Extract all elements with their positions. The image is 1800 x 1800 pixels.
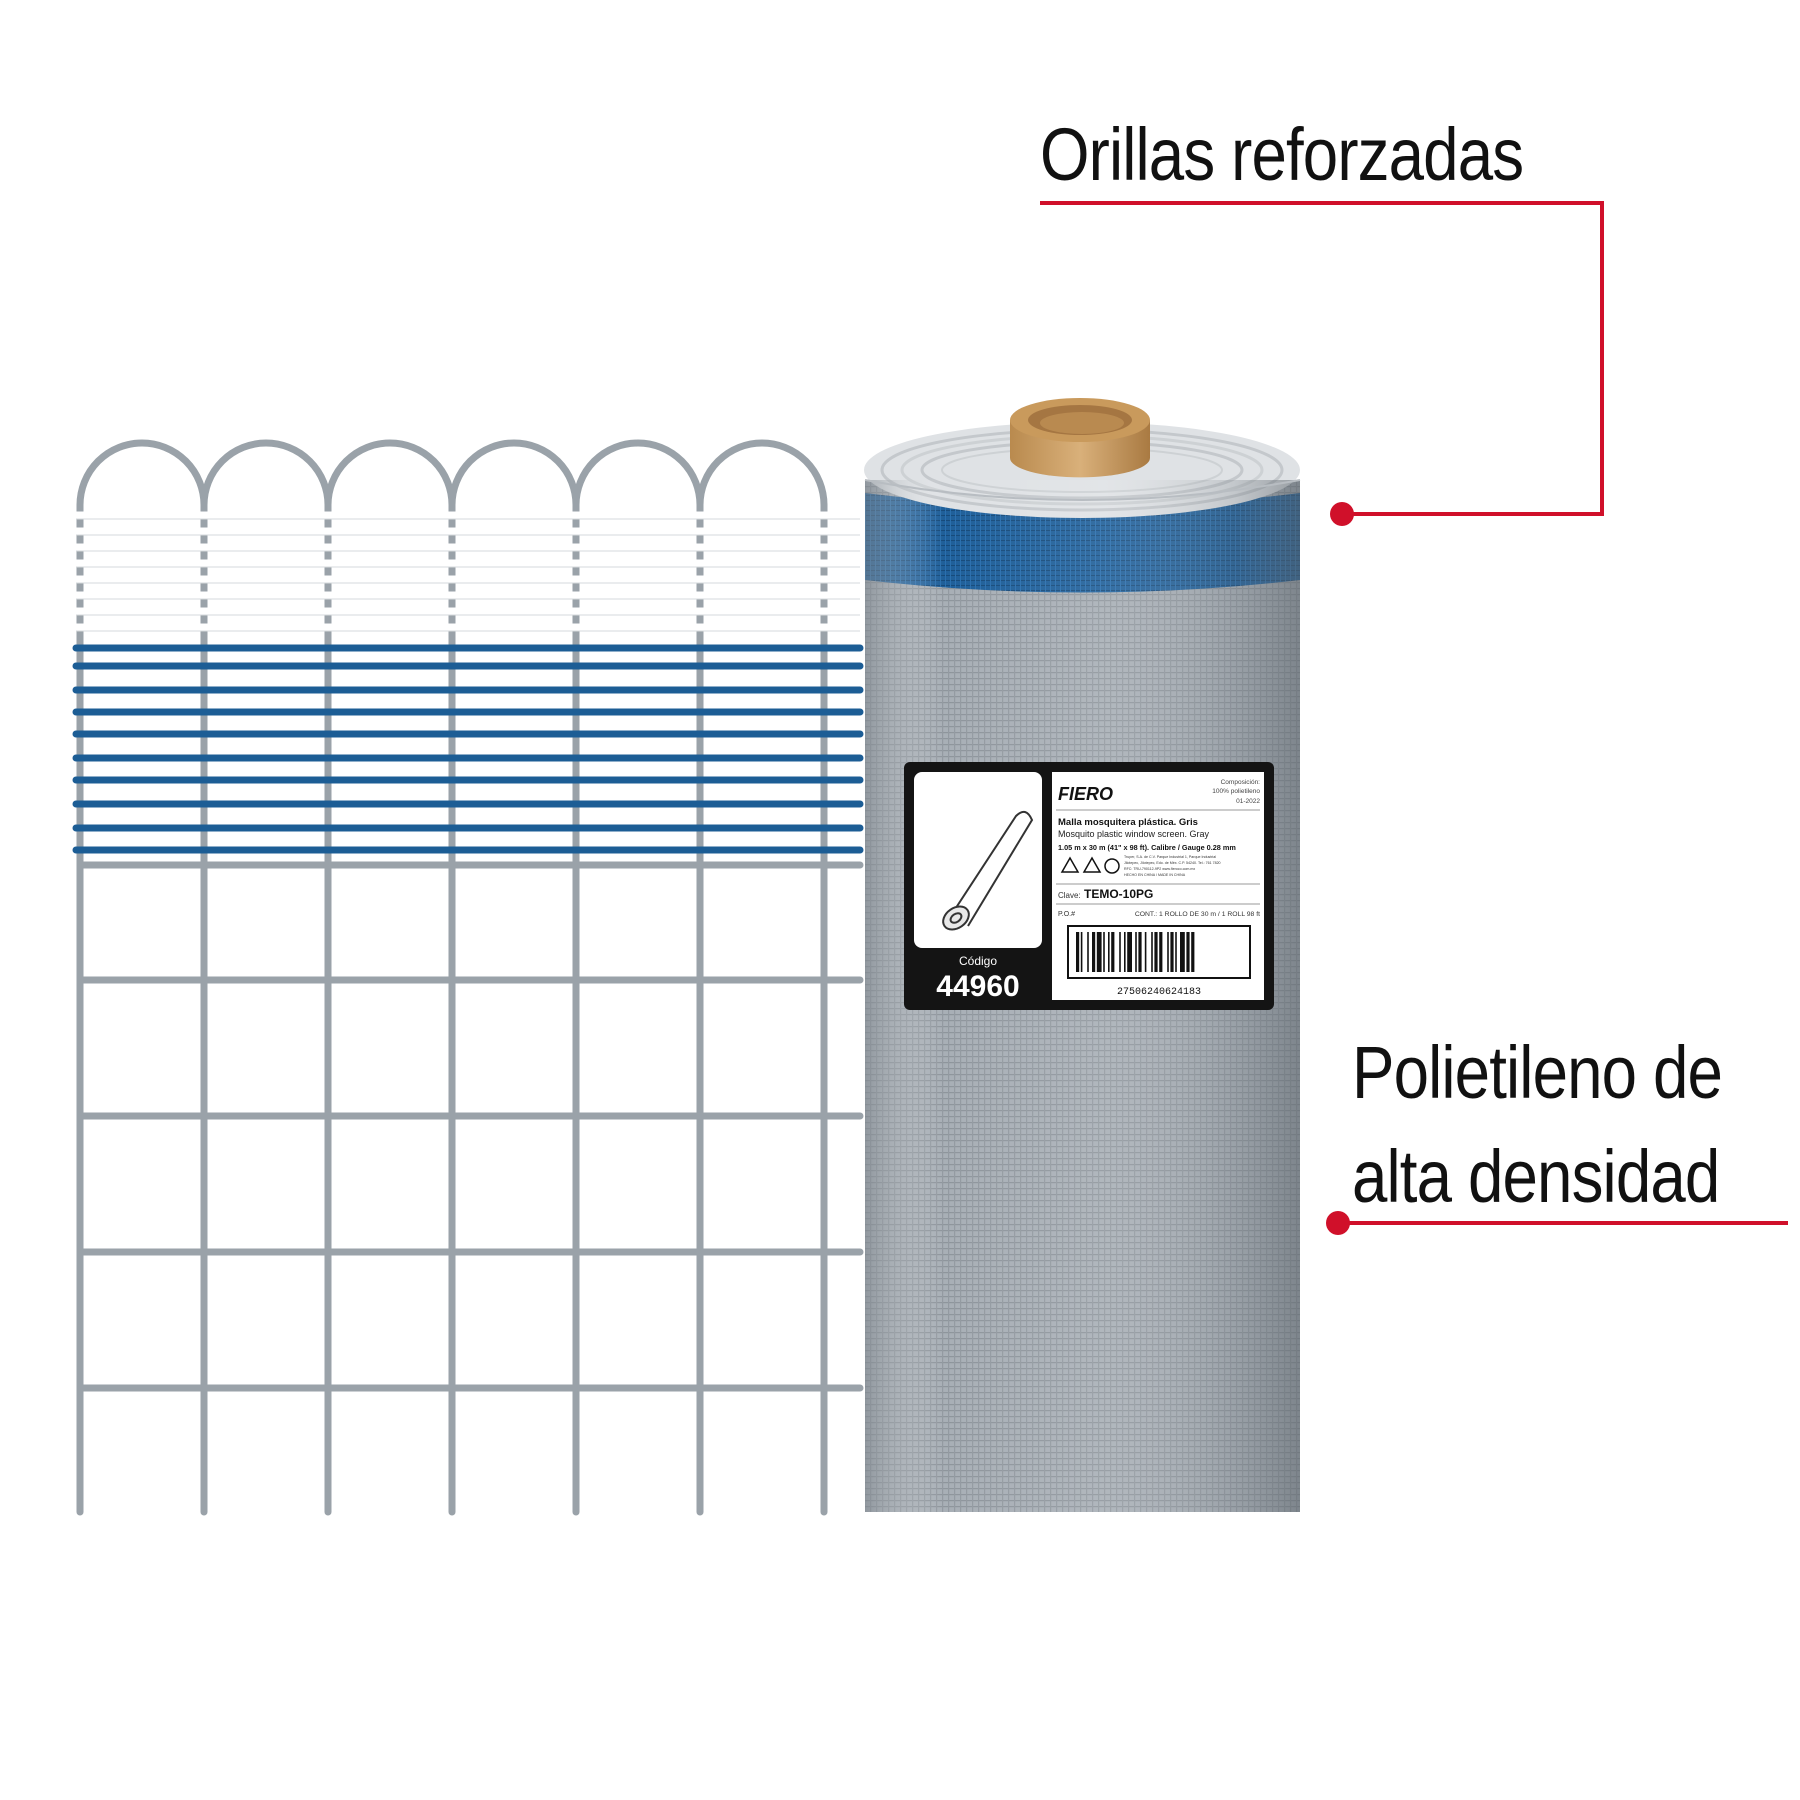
- callout-material: Polietileno de alta densidad: [1352, 1031, 1723, 1244]
- po-label: P.O.#: [1058, 911, 1075, 918]
- callout-reinforced-edges: Orillas reforzadas: [1040, 113, 1524, 196]
- barcode-number: 27506240624183: [1117, 987, 1201, 998]
- mesh-white-edge: [72, 511, 864, 631]
- callout-material-line-2: alta densidad: [1352, 1135, 1720, 1218]
- mesh-blue-edge: [72, 644, 864, 854]
- product-name-es: Malla mosquitera plástica. Gris: [1058, 817, 1198, 828]
- codigo-label: Código: [959, 954, 997, 968]
- roll-thumbnail-icon: [942, 810, 1034, 931]
- clave-label: Clave:: [1058, 891, 1081, 900]
- date-code: 01-2022: [1236, 798, 1260, 805]
- brand-logo: FIERO: [1058, 784, 1113, 804]
- product-label: Código 44960 FIERO Composición: 100% pol…: [904, 762, 1274, 1010]
- importer-line-3: RFC: TRU-790112-9P2 www.fieroco.com.mx: [1124, 867, 1195, 871]
- callout-dot-material: [1326, 1211, 1350, 1235]
- contents-text: CONT.: 1 ROLLO DE 30 m / 1 ROLL 98 ft: [1135, 911, 1260, 918]
- clave-value: TEMO-10PG: [1084, 887, 1153, 901]
- product-dimensions: 1.05 m x 30 m (41" x 98 ft). Calibre / G…: [1058, 843, 1236, 852]
- codigo-value: 44960: [936, 970, 1019, 1003]
- callout-dot-reinforced: [1330, 502, 1354, 526]
- barcode: [1076, 932, 1195, 972]
- product-name-en: Mosquito plastic window screen. Gray: [1058, 829, 1210, 839]
- importer-line-1: Truper, S.A. de C.V. Parque Industrial 1…: [1124, 855, 1216, 859]
- mesh-white-edge-outline: [76, 518, 860, 632]
- importer-line-4: HECHO EN CHINA / MADE IN CHINA: [1124, 873, 1186, 877]
- warning-icons: [1060, 856, 1120, 874]
- composition-value: 100% polietileno: [1212, 788, 1260, 795]
- callout-leader-reinforced: [1040, 201, 1604, 516]
- mesh-diagram: [76, 439, 864, 1516]
- composition-title: Composición:: [1221, 779, 1261, 786]
- callout-material-line-1: Polietileno de: [1352, 1031, 1723, 1114]
- importer-line-2: Jilotepec, Jilotepec, Edo. de Méx. C.P. …: [1124, 861, 1221, 865]
